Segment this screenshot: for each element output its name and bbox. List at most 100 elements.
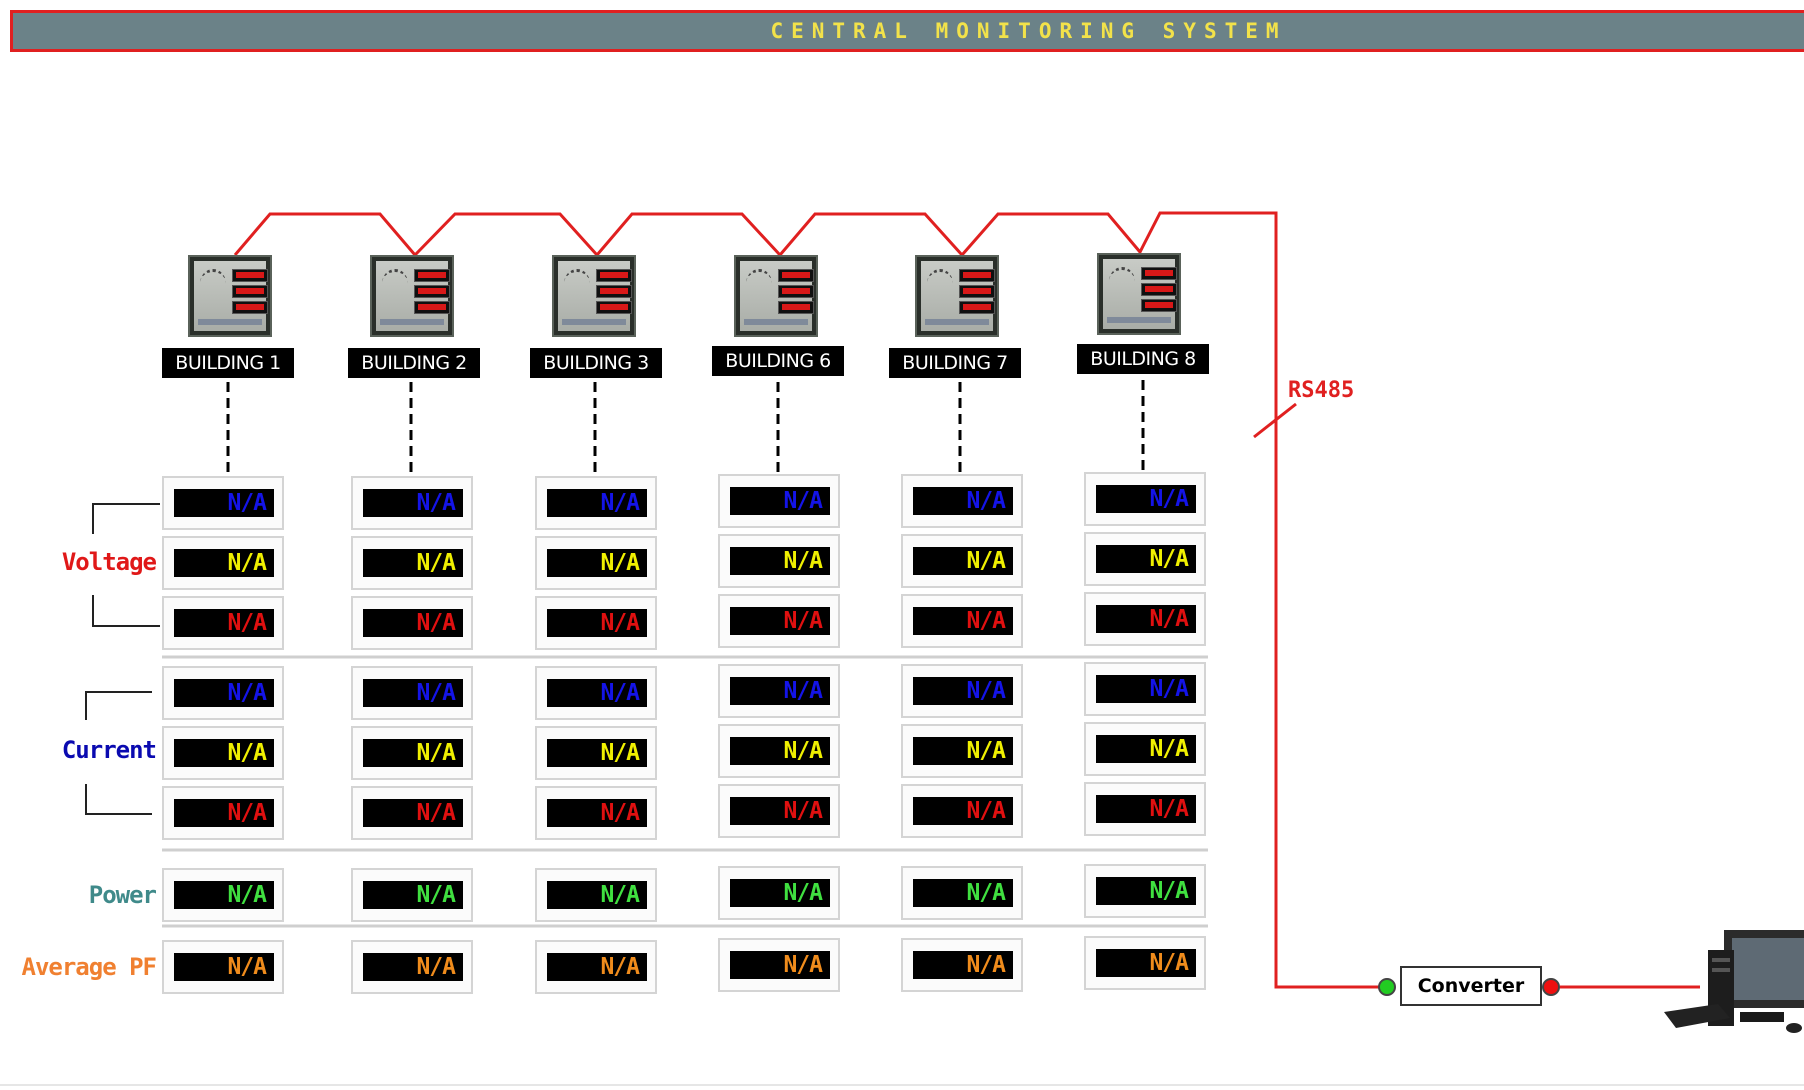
row-label-voltage: Voltage: [61, 548, 157, 576]
building-label: BUILDING 7: [889, 348, 1021, 378]
reading-cell-current-l3: N/A: [351, 786, 473, 840]
reading-value: N/A: [174, 549, 274, 577]
reading-value: N/A: [363, 679, 463, 707]
reading-value: N/A: [547, 739, 647, 767]
reading-value: N/A: [730, 737, 830, 765]
page-title: CENTRAL MONITORING SYSTEM: [770, 19, 1287, 43]
reading-cell-voltage-l1: N/A: [162, 476, 284, 530]
reading-cell-power: N/A: [901, 866, 1023, 920]
reading-cell-voltage-l2: N/A: [1084, 532, 1206, 586]
reading-cell-current-l3: N/A: [1084, 782, 1206, 836]
reading-value: N/A: [174, 679, 274, 707]
reading-value: N/A: [547, 679, 647, 707]
reading-cell-voltage-l2: N/A: [901, 534, 1023, 588]
reading-value: N/A: [730, 547, 830, 575]
reading-cell-power: N/A: [535, 868, 657, 922]
reading-cell-current-l2: N/A: [351, 726, 473, 780]
converter-input-status-icon: [1378, 978, 1396, 996]
building-label: BUILDING 1: [162, 348, 294, 378]
reading-value: N/A: [363, 609, 463, 637]
reading-value: N/A: [913, 677, 1013, 705]
reading-value: N/A: [174, 609, 274, 637]
reading-cell-voltage-l2: N/A: [162, 536, 284, 590]
reading-value: N/A: [547, 953, 647, 981]
row-label-power: Power: [88, 881, 157, 909]
building-label: BUILDING 3: [530, 348, 662, 378]
power-meter-icon: [915, 255, 999, 337]
reading-value: N/A: [1096, 545, 1196, 573]
power-meter-icon: [1097, 253, 1181, 335]
reading-value: N/A: [547, 609, 647, 637]
reading-cell-current-l2: N/A: [162, 726, 284, 780]
building-label: BUILDING 8: [1077, 344, 1209, 374]
reading-cell-voltage-l2: N/A: [351, 536, 473, 590]
power-meter-icon: [734, 255, 818, 337]
building-label: BUILDING 2: [348, 348, 480, 378]
reading-cell-current-l2: N/A: [535, 726, 657, 780]
reading-value: N/A: [730, 607, 830, 635]
power-meter-icon: [552, 255, 636, 337]
reading-cell-average-pf: N/A: [535, 940, 657, 994]
converter-output-status-icon: [1542, 978, 1560, 996]
reading-value: N/A: [913, 487, 1013, 515]
reading-cell-voltage-l1: N/A: [901, 474, 1023, 528]
reading-value: N/A: [363, 489, 463, 517]
reading-value: N/A: [913, 547, 1013, 575]
reading-cell-current-l3: N/A: [901, 784, 1023, 838]
reading-cell-voltage-l2: N/A: [718, 534, 840, 588]
reading-cell-current-l1: N/A: [901, 664, 1023, 718]
reading-value: N/A: [174, 489, 274, 517]
converter-label: Converter: [1417, 975, 1525, 997]
reading-cell-voltage-l1: N/A: [1084, 472, 1206, 526]
reading-value: N/A: [913, 879, 1013, 907]
reading-value: N/A: [174, 799, 274, 827]
reading-value: N/A: [730, 879, 830, 907]
reading-value: N/A: [363, 881, 463, 909]
reading-cell-average-pf: N/A: [351, 940, 473, 994]
section-dividers: [162, 655, 1208, 928]
reading-value: N/A: [913, 737, 1013, 765]
reading-cell-average-pf: N/A: [901, 938, 1023, 992]
reading-value: N/A: [1096, 735, 1196, 763]
reading-value: N/A: [1096, 949, 1196, 977]
reading-value: N/A: [1096, 485, 1196, 513]
reading-cell-current-l2: N/A: [901, 724, 1023, 778]
converter-box[interactable]: Converter: [1400, 966, 1542, 1006]
reading-value: N/A: [913, 951, 1013, 979]
reading-cell-current-l1: N/A: [535, 666, 657, 720]
reading-cell-voltage-l3: N/A: [162, 596, 284, 650]
building-label: BUILDING 6: [712, 346, 844, 376]
rs485-label: RS485: [1288, 378, 1355, 403]
reading-value: N/A: [1096, 605, 1196, 633]
reading-value: N/A: [1096, 795, 1196, 823]
reading-value: N/A: [1096, 877, 1196, 905]
reading-cell-power: N/A: [351, 868, 473, 922]
reading-cell-power: N/A: [718, 866, 840, 920]
reading-value: N/A: [363, 953, 463, 981]
reading-cell-average-pf: N/A: [162, 940, 284, 994]
building-drop-lines: [226, 380, 1145, 478]
reading-cell-voltage-l3: N/A: [901, 594, 1023, 648]
reading-value: N/A: [174, 953, 274, 981]
reading-value: N/A: [547, 799, 647, 827]
bottom-divider: [0, 1084, 1804, 1086]
rs485-bus-line: [233, 211, 1390, 989]
reading-value: N/A: [730, 487, 830, 515]
reading-value: N/A: [730, 677, 830, 705]
power-meter-icon: [188, 255, 272, 337]
reading-value: N/A: [547, 881, 647, 909]
reading-cell-current-l1: N/A: [351, 666, 473, 720]
reading-value: N/A: [913, 607, 1013, 635]
reading-cell-current-l2: N/A: [1084, 722, 1206, 776]
reading-value: N/A: [363, 549, 463, 577]
desktop-computer-icon: [1664, 930, 1804, 1033]
reading-cell-current-l3: N/A: [162, 786, 284, 840]
reading-cell-voltage-l3: N/A: [535, 596, 657, 650]
rs485-tick-mark: [1253, 402, 1297, 439]
reading-cell-current-l1: N/A: [718, 664, 840, 718]
reading-cell-voltage-l2: N/A: [535, 536, 657, 590]
row-bracket-lines: [85, 503, 160, 815]
reading-value: N/A: [363, 739, 463, 767]
reading-value: N/A: [547, 549, 647, 577]
